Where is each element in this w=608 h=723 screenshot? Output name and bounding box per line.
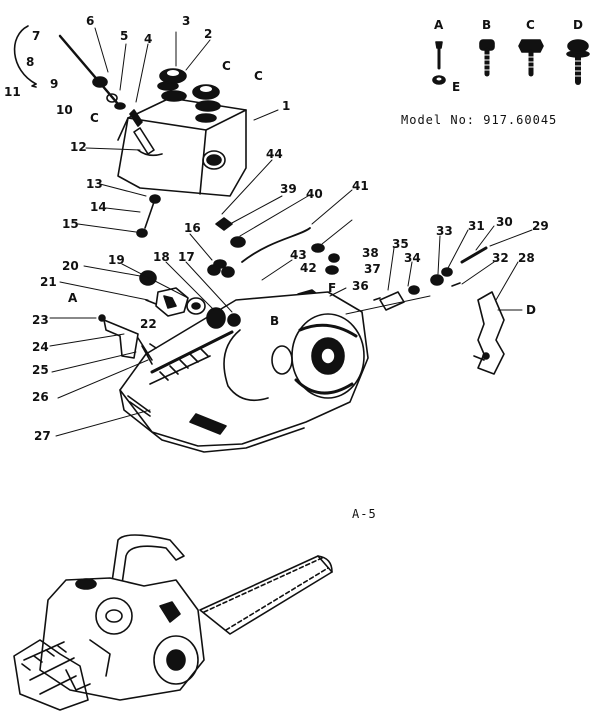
part-label-37: 37 xyxy=(364,262,381,276)
part-label-15: 15 xyxy=(62,217,79,231)
engine-housing xyxy=(119,291,369,453)
part-label-20: 20 xyxy=(62,259,79,273)
diagram-letter-a: A xyxy=(68,291,78,305)
part-label-36: 36 xyxy=(352,279,369,293)
part-label-24: 24 xyxy=(32,340,49,354)
leader-lines xyxy=(49,27,533,437)
diagram-letter-c1: C xyxy=(222,59,231,73)
part-label-19: 19 xyxy=(108,253,125,267)
assembled-chainsaw xyxy=(13,534,333,711)
hardware-b-bolt-icon xyxy=(479,39,495,77)
part-label-28: 28 xyxy=(518,251,535,265)
hardware-key-e: E xyxy=(452,80,461,94)
part-label-27: 27 xyxy=(34,429,51,443)
hardware-key xyxy=(432,39,590,85)
part-label-4: 4 xyxy=(144,32,153,46)
figure-label: A-5 xyxy=(352,507,377,521)
part-label-43: 43 xyxy=(290,248,307,262)
part-label-38: 38 xyxy=(362,246,379,260)
part-label-8: 8 xyxy=(26,55,35,69)
hardware-d-screw-icon xyxy=(566,39,590,85)
part-label-9: 9 xyxy=(50,77,59,91)
diagram-letter-b: B xyxy=(270,314,280,328)
part-label-7: 7 xyxy=(32,29,41,43)
part-label-41: 41 xyxy=(352,179,369,193)
part-label-10: 10 xyxy=(56,103,73,117)
part-label-30: 30 xyxy=(496,215,513,229)
part-label-31: 31 xyxy=(468,219,485,233)
part-label-42: 42 xyxy=(300,261,317,275)
part-label-35: 35 xyxy=(392,237,409,251)
part-label-5: 5 xyxy=(120,29,129,43)
part-label-6: 6 xyxy=(86,14,95,28)
part-label-33: 33 xyxy=(436,224,453,238)
part-label-13: 13 xyxy=(86,177,103,191)
hardware-key-c: C xyxy=(526,18,535,32)
part-label-39: 39 xyxy=(280,182,297,196)
diagram-letter-c2: C xyxy=(254,69,263,83)
part-label-40: 40 xyxy=(306,187,323,201)
part-label-17: 17 xyxy=(178,250,195,264)
chain-brake-lever xyxy=(473,291,505,375)
part-label-22: 22 xyxy=(140,317,157,331)
part-label-21: 21 xyxy=(40,275,57,289)
hardware-key-a: A xyxy=(434,18,444,32)
hardware-key-b: B xyxy=(482,18,492,32)
hardware-e-nut-icon xyxy=(432,75,446,85)
part-label-12: 12 xyxy=(70,140,87,154)
part-label-3: 3 xyxy=(182,14,191,28)
part-label-29: 29 xyxy=(532,219,549,233)
part-label-32: 32 xyxy=(492,251,509,265)
bolt-13 xyxy=(136,194,161,238)
part-label-16: 16 xyxy=(184,221,201,235)
clutch-bolts xyxy=(373,246,488,311)
hardware-a-screw-icon xyxy=(435,41,443,70)
part-label-25: 25 xyxy=(32,363,49,377)
oil-pump-parts xyxy=(139,264,241,329)
hardware-key-d: D xyxy=(573,18,583,32)
grommet-stack xyxy=(159,68,220,100)
diagram-letter-f: F xyxy=(328,281,337,295)
part-label-34: 34 xyxy=(404,251,421,265)
handle-guard xyxy=(98,314,157,365)
hardware-c-hexbolt-icon xyxy=(518,39,544,77)
part-label-26: 26 xyxy=(32,390,49,404)
diagram-letter-c3: C xyxy=(90,111,99,125)
model-number-label: Model No: 917.60045 xyxy=(401,113,558,127)
part-label-11: 11 xyxy=(4,85,21,99)
part-label-44: 44 xyxy=(266,147,283,161)
diagram-letter-d: D xyxy=(526,303,536,317)
part-label-23: 23 xyxy=(32,313,49,327)
part-label-2: 2 xyxy=(204,27,213,41)
air-box-cover xyxy=(117,81,247,197)
part-label-1: 1 xyxy=(282,99,291,113)
throttle-linkage xyxy=(13,25,155,155)
part-label-14: 14 xyxy=(90,200,107,214)
part-label-18: 18 xyxy=(153,250,170,264)
